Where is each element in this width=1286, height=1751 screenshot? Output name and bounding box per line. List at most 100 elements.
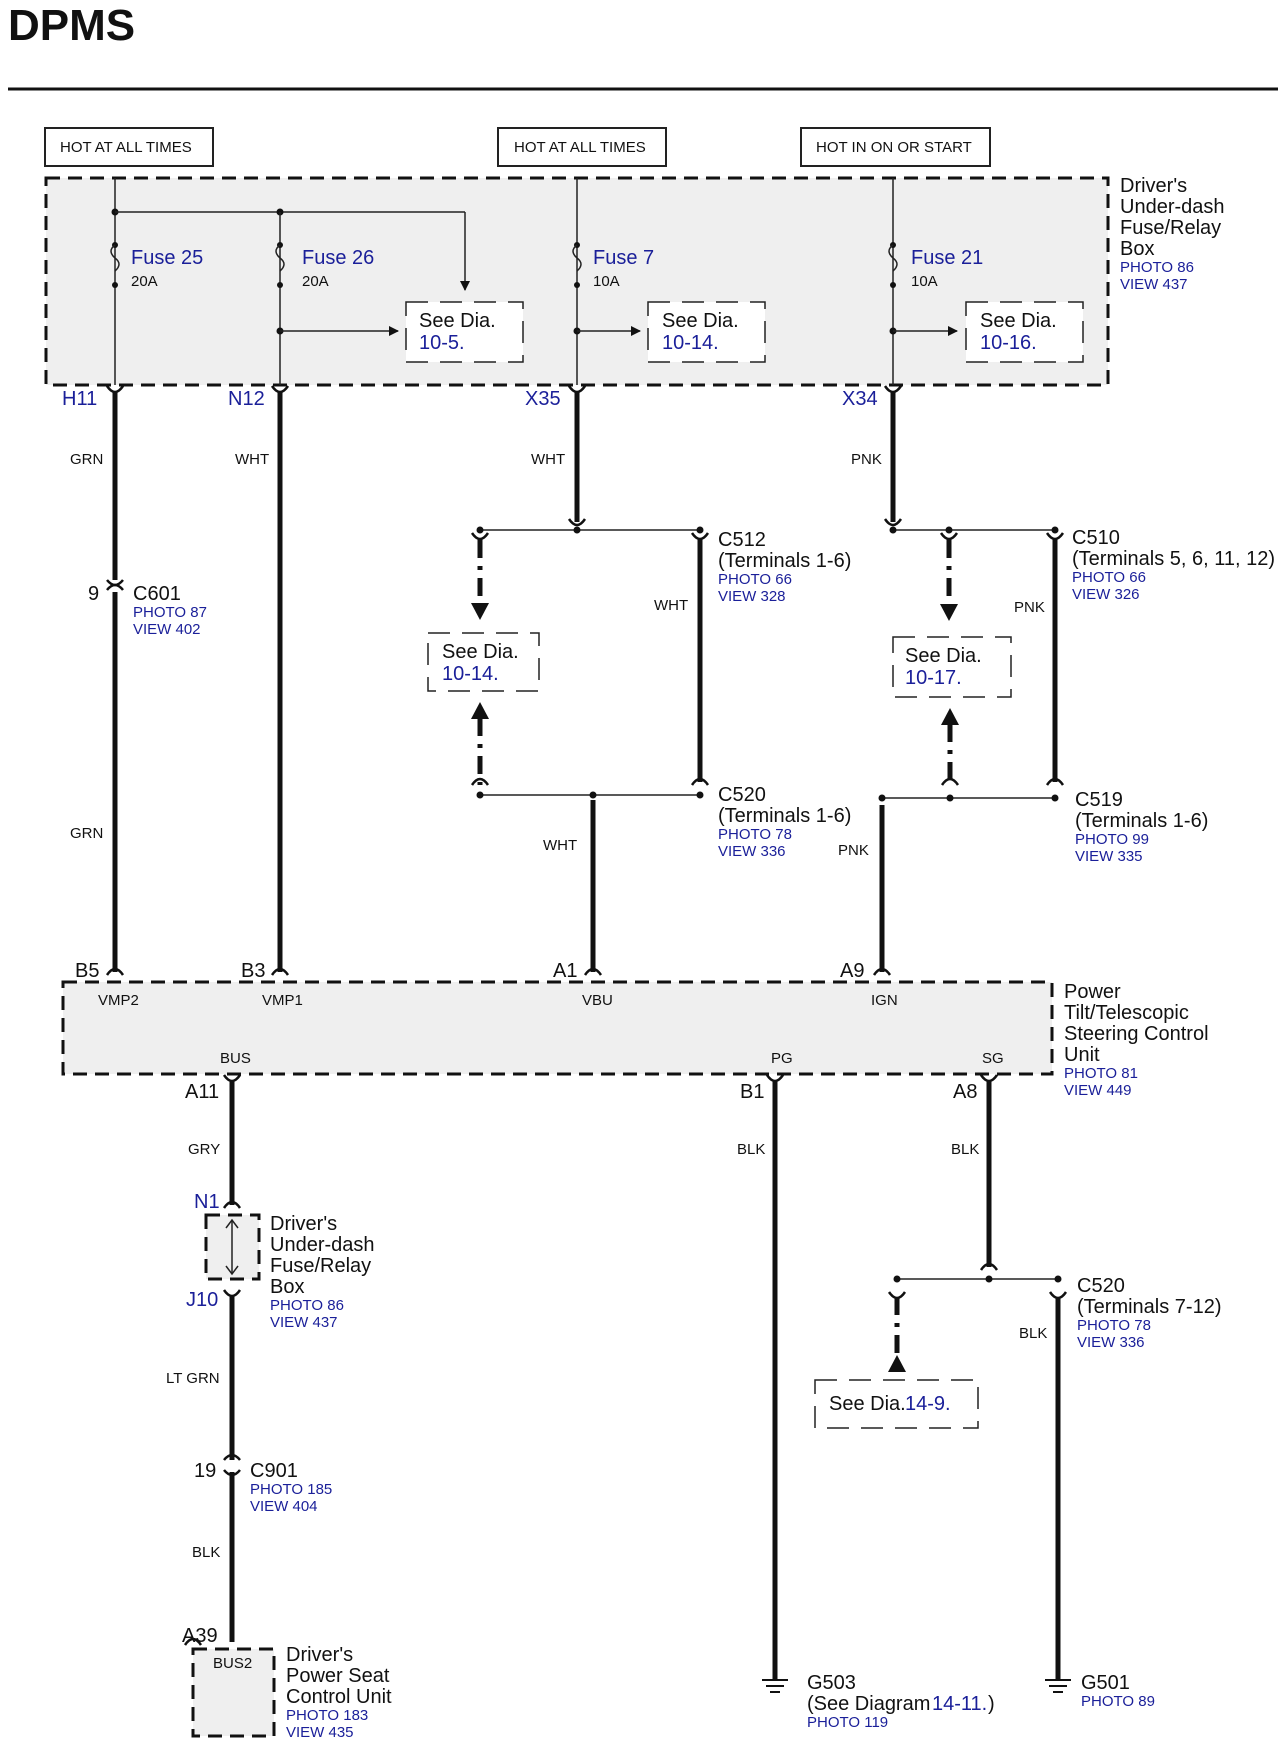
svg-text:See Dia.: See Dia. [662,310,739,332]
svg-text:GRY: GRY [188,1141,220,1158]
svg-text:See Dia.: See Dia. [980,310,1057,332]
svg-text:VIEW 336: VIEW 336 [718,843,786,860]
svg-text:BLK: BLK [1019,1325,1047,1342]
see-dia-10-5[interactable]: See Dia. 10-5. [405,301,524,363]
svg-text:A9: A9 [840,960,864,982]
svg-text:WHT: WHT [543,837,577,854]
svg-text:PHOTO 78: PHOTO 78 [1077,1317,1151,1334]
svg-text:Control Unit: Control Unit [286,1686,392,1708]
small-fuse-relay-box: N1 J10 Driver's Under-dash Fuse/Relay Bo… [186,1191,375,1331]
svg-text:10-16.: 10-16. [980,332,1037,354]
see-dia-10-14-top[interactable]: See Dia. 10-14. [647,301,766,363]
svg-text:VIEW 402: VIEW 402 [133,621,201,638]
fuse-21: Fuse 21 10A [888,242,983,290]
svg-text:BLK: BLK [951,1141,979,1158]
fuse-box-wiring [111,178,958,385]
svg-text:PHOTO 183: PHOTO 183 [286,1707,368,1724]
svg-text:Box: Box [1120,238,1154,260]
hot-label-3: HOT IN ON OR START [800,127,991,167]
svg-text:PHOTO 89: PHOTO 89 [1081,1693,1155,1710]
svg-text:10-17.: 10-17. [905,667,962,689]
control-unit-box [61,980,1054,1076]
svg-text:See Dia.: See Dia. [829,1393,906,1415]
svg-text:PHOTO 78: PHOTO 78 [718,826,792,843]
svg-text:Power: Power [1064,981,1121,1003]
svg-text:C510: C510 [1072,527,1120,549]
svg-text:VIEW 437: VIEW 437 [270,1314,338,1331]
ground-g501: G501 PHOTO 89 [1045,1672,1155,1710]
see-dia-10-14-mid[interactable]: See Dia. 10-14. [427,632,540,692]
fuse-26: Fuse 26 20A [275,242,374,290]
see-dia-14-9[interactable]: See Dia. 14-9. [814,1379,979,1429]
power-seat-control-unit: A39 BUS2 Driver's Power Seat Control Uni… [182,1625,392,1741]
pin-n12: N12 [228,388,265,410]
svg-text:VIEW 328: VIEW 328 [718,588,786,605]
connector-c512: C512 (Terminals 1-6) PHOTO 66 VIEW 328 [718,529,851,605]
svg-text:PHOTO 99: PHOTO 99 [1075,831,1149,848]
svg-text:LT GRN: LT GRN [166,1370,220,1387]
pin-x34: X34 [842,388,878,410]
connector-c510: C510 (Terminals 5, 6, 11, 12) PHOTO 66 V… [1072,527,1275,603]
svg-text:B1: B1 [740,1081,764,1103]
svg-text:PHOTO 86: PHOTO 86 [1120,259,1194,276]
svg-text:PHOTO 66: PHOTO 66 [718,571,792,588]
svg-text:BUS2: BUS2 [213,1655,252,1672]
svg-text:Box: Box [270,1276,304,1298]
svg-text:(Terminals 5, 6, 11, 12): (Terminals 5, 6, 11, 12) [1072,548,1275,570]
see-dia-10-16[interactable]: See Dia. 10-16. [965,301,1084,363]
svg-text:PNK: PNK [851,451,882,468]
svg-text:GRN: GRN [70,451,103,468]
svg-text:Tilt/Telescopic: Tilt/Telescopic [1064,1002,1189,1024]
svg-text:C512: C512 [718,529,766,551]
svg-text:PHOTO 87: PHOTO 87 [133,604,207,621]
svg-text:HOT IN ON OR START: HOT IN ON OR START [816,139,972,156]
svg-text:20A: 20A [131,273,158,290]
svg-text:HOT AT ALL TIMES: HOT AT ALL TIMES [60,139,192,156]
svg-text:Fuse 25: Fuse 25 [131,247,203,269]
hot-label-1: HOT AT ALL TIMES [44,127,214,167]
svg-text:WHT: WHT [531,451,565,468]
svg-text:VIEW 435: VIEW 435 [286,1724,354,1741]
svg-text:Power Seat: Power Seat [286,1665,390,1687]
svg-text:GRN: GRN [70,825,103,842]
svg-text:(See Diagram: (See Diagram [807,1693,930,1715]
svg-text:VIEW 449: VIEW 449 [1064,1082,1132,1099]
svg-text:PNK: PNK [1014,599,1045,616]
control-unit-pins: B5 B3 A1 A9 A11 B1 A8 VMP2 VMP1 VBU IGN … [75,960,1004,1103]
svg-text:VIEW 326: VIEW 326 [1072,586,1140,603]
svg-text:C520: C520 [1077,1275,1125,1297]
svg-text:See Dia.: See Dia. [442,641,519,663]
svg-text:Driver's: Driver's [1120,175,1187,197]
svg-text:B5: B5 [75,960,99,982]
see-dia-10-17[interactable]: See Dia. 10-17. [892,636,1012,698]
connector-c601: 9 C601 PHOTO 87 VIEW 402 [88,583,207,638]
svg-text:20A: 20A [302,273,329,290]
svg-text:See Dia.: See Dia. [905,645,982,667]
svg-text:WHT: WHT [654,597,688,614]
connector-c520-upper: C520 (Terminals 1-6) PHOTO 78 VIEW 336 [718,784,851,860]
svg-text:10-14.: 10-14. [662,332,719,354]
svg-text:10A: 10A [593,273,620,290]
svg-text:IGN: IGN [871,992,898,1009]
page-title: DPMS [8,1,135,50]
svg-text:19: 19 [194,1460,216,1482]
svg-text:PNK: PNK [838,842,869,859]
svg-text:Steering Control: Steering Control [1064,1023,1209,1045]
svg-text:HOT AT ALL TIMES: HOT AT ALL TIMES [514,139,646,156]
svg-text:PHOTO 81: PHOTO 81 [1064,1065,1138,1082]
svg-text:Fuse/Relay: Fuse/Relay [1120,217,1221,239]
connector-c901: 19 C901 PHOTO 185 VIEW 404 [194,1460,332,1515]
svg-text:Driver's: Driver's [270,1213,337,1235]
svg-text:(Terminals 1-6): (Terminals 1-6) [718,805,851,827]
hot-label-2: HOT AT ALL TIMES [497,127,667,167]
svg-text:14-11.: 14-11. [932,1693,987,1715]
svg-text:WHT: WHT [235,451,269,468]
svg-text:A39: A39 [182,1625,218,1647]
pin-h11: H11 [62,388,97,410]
svg-text:G501: G501 [1081,1672,1130,1694]
svg-text:VMP1: VMP1 [262,992,303,1009]
svg-text:PG: PG [771,1050,793,1067]
ground-icon [1045,1679,1071,1693]
svg-text:J10: J10 [186,1289,218,1311]
